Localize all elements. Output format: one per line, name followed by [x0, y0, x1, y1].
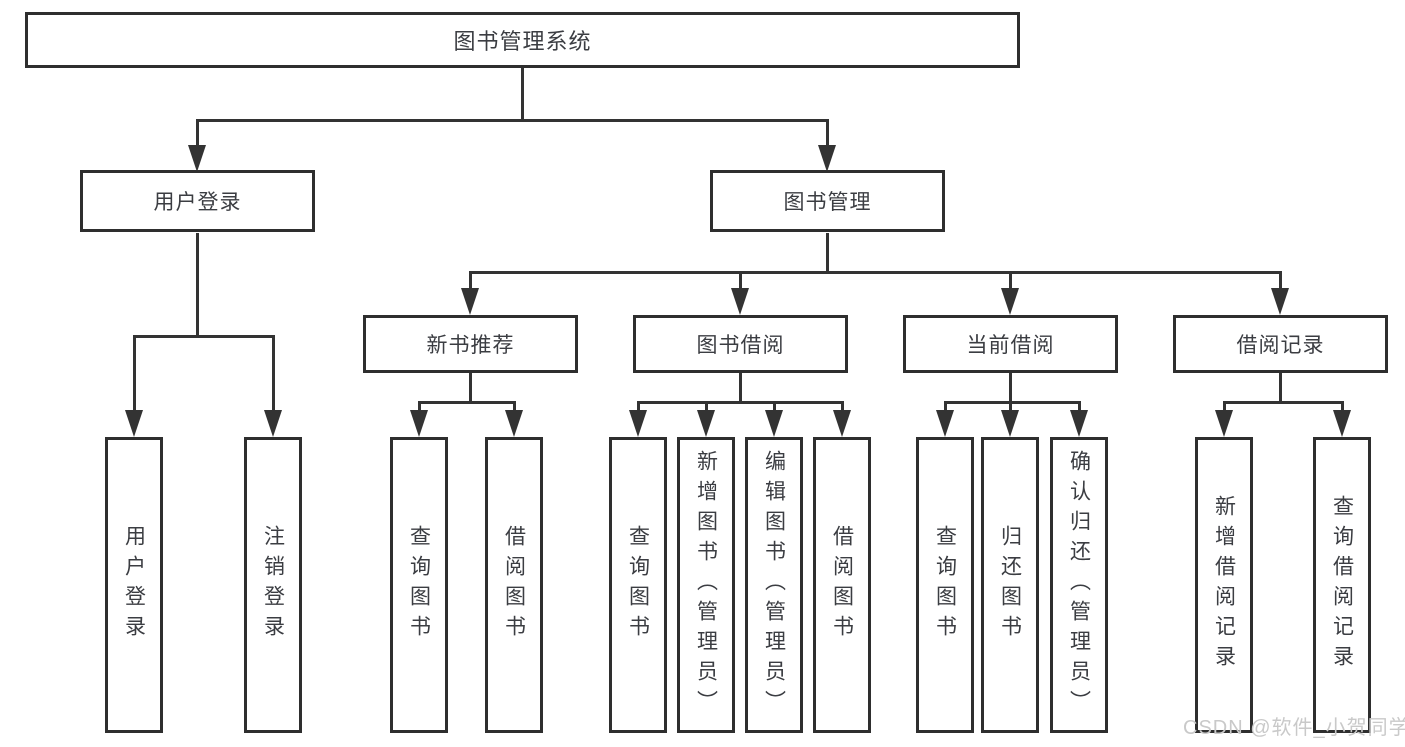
arrowhead-down-icon — [1001, 288, 1019, 315]
connector-line-horizontal — [636, 400, 844, 404]
arrowhead-down-icon — [1271, 288, 1289, 315]
leaf-edit-books-admin: 编辑图书（管理员） — [745, 437, 803, 733]
node-book-borrowing: 图书借阅 — [633, 315, 848, 373]
arrowhead-down-icon — [818, 145, 836, 172]
connector-line-vertical — [825, 120, 829, 146]
connector-line-vertical — [1008, 373, 1012, 402]
connector-line-vertical — [195, 233, 199, 336]
arrowhead-down-icon — [188, 145, 206, 172]
connector-line-vertical — [636, 402, 640, 411]
node-book-management: 图书管理 — [710, 170, 945, 232]
arrowhead-down-icon — [833, 410, 851, 437]
node-current-borrowing: 当前借阅 — [903, 315, 1118, 373]
connector-line-horizontal — [417, 400, 516, 404]
arrowhead-down-icon — [125, 410, 143, 437]
arrowhead-down-icon — [1070, 410, 1088, 437]
arrowhead-down-icon — [461, 288, 479, 315]
connector-line-horizontal — [132, 334, 275, 338]
leaf-query-books-borrow: 查询图书 — [609, 437, 667, 733]
watermark-text: CSDN @软件_小贺同学 — [1183, 717, 1405, 739]
leaf-borrow-books: 借阅图书 — [813, 437, 871, 733]
leaf-borrow-books-recommend: 借阅图书 — [485, 437, 543, 733]
connector-line-vertical — [512, 402, 516, 411]
leaf-query-books-recommend: 查询图书 — [390, 437, 448, 733]
leaf-query-borrow-record: 查询借阅记录 — [1313, 437, 1371, 733]
connector-line-horizontal — [943, 400, 1081, 404]
connector-line-vertical — [520, 68, 524, 120]
leaf-confirm-return-admin: 确认归还（管理员） — [1050, 437, 1108, 733]
arrowhead-down-icon — [765, 410, 783, 437]
arrowhead-down-icon — [1001, 410, 1019, 437]
arrowhead-down-icon — [731, 288, 749, 315]
connector-line-vertical — [132, 336, 136, 411]
connector-line-horizontal — [1222, 400, 1344, 404]
connector-line-vertical — [1008, 272, 1012, 289]
connector-line-vertical — [468, 373, 472, 402]
arrowhead-down-icon — [505, 410, 523, 437]
arrowhead-down-icon — [410, 410, 428, 437]
connector-line-vertical — [704, 402, 708, 411]
arrowhead-down-icon — [1333, 410, 1351, 437]
arrowhead-down-icon — [264, 410, 282, 437]
leaf-add-books-admin: 新增图书（管理员） — [677, 437, 735, 733]
arrowhead-down-icon — [697, 410, 715, 437]
leaf-add-borrow-record: 新增借阅记录 — [1195, 437, 1253, 733]
arrowhead-down-icon — [1215, 410, 1233, 437]
connector-line-vertical — [1340, 402, 1344, 411]
connector-line-vertical — [1077, 402, 1081, 411]
connector-line-vertical — [738, 272, 742, 289]
connector-line-horizontal — [468, 270, 1282, 274]
arrowhead-down-icon — [629, 410, 647, 437]
leaf-query-books-current: 查询图书 — [916, 437, 974, 733]
node-user-login: 用户登录 — [80, 170, 315, 232]
node-library-management-system: 图书管理系统 — [25, 12, 1020, 68]
node-borrowing-records: 借阅记录 — [1173, 315, 1388, 373]
connector-line-horizontal — [195, 118, 829, 122]
connector-line-vertical — [840, 402, 844, 411]
leaf-logout-login: 注销登录 — [244, 437, 302, 733]
connector-line-vertical — [271, 336, 275, 411]
connector-line-vertical — [417, 402, 421, 411]
leaf-user-login: 用户登录 — [105, 437, 163, 733]
arrowhead-down-icon — [936, 410, 954, 437]
connector-line-vertical — [772, 402, 776, 411]
connector-line-vertical — [825, 233, 829, 272]
connector-line-vertical — [1008, 402, 1012, 411]
connector-line-vertical — [1222, 402, 1226, 411]
connector-line-vertical — [195, 120, 199, 146]
connector-line-vertical — [738, 373, 742, 402]
connector-line-vertical — [1278, 373, 1282, 402]
connector-line-vertical — [468, 272, 472, 289]
connector-line-vertical — [1278, 272, 1282, 289]
node-new-book-recommend: 新书推荐 — [363, 315, 578, 373]
leaf-return-books: 归还图书 — [981, 437, 1039, 733]
connector-line-vertical — [943, 402, 947, 411]
